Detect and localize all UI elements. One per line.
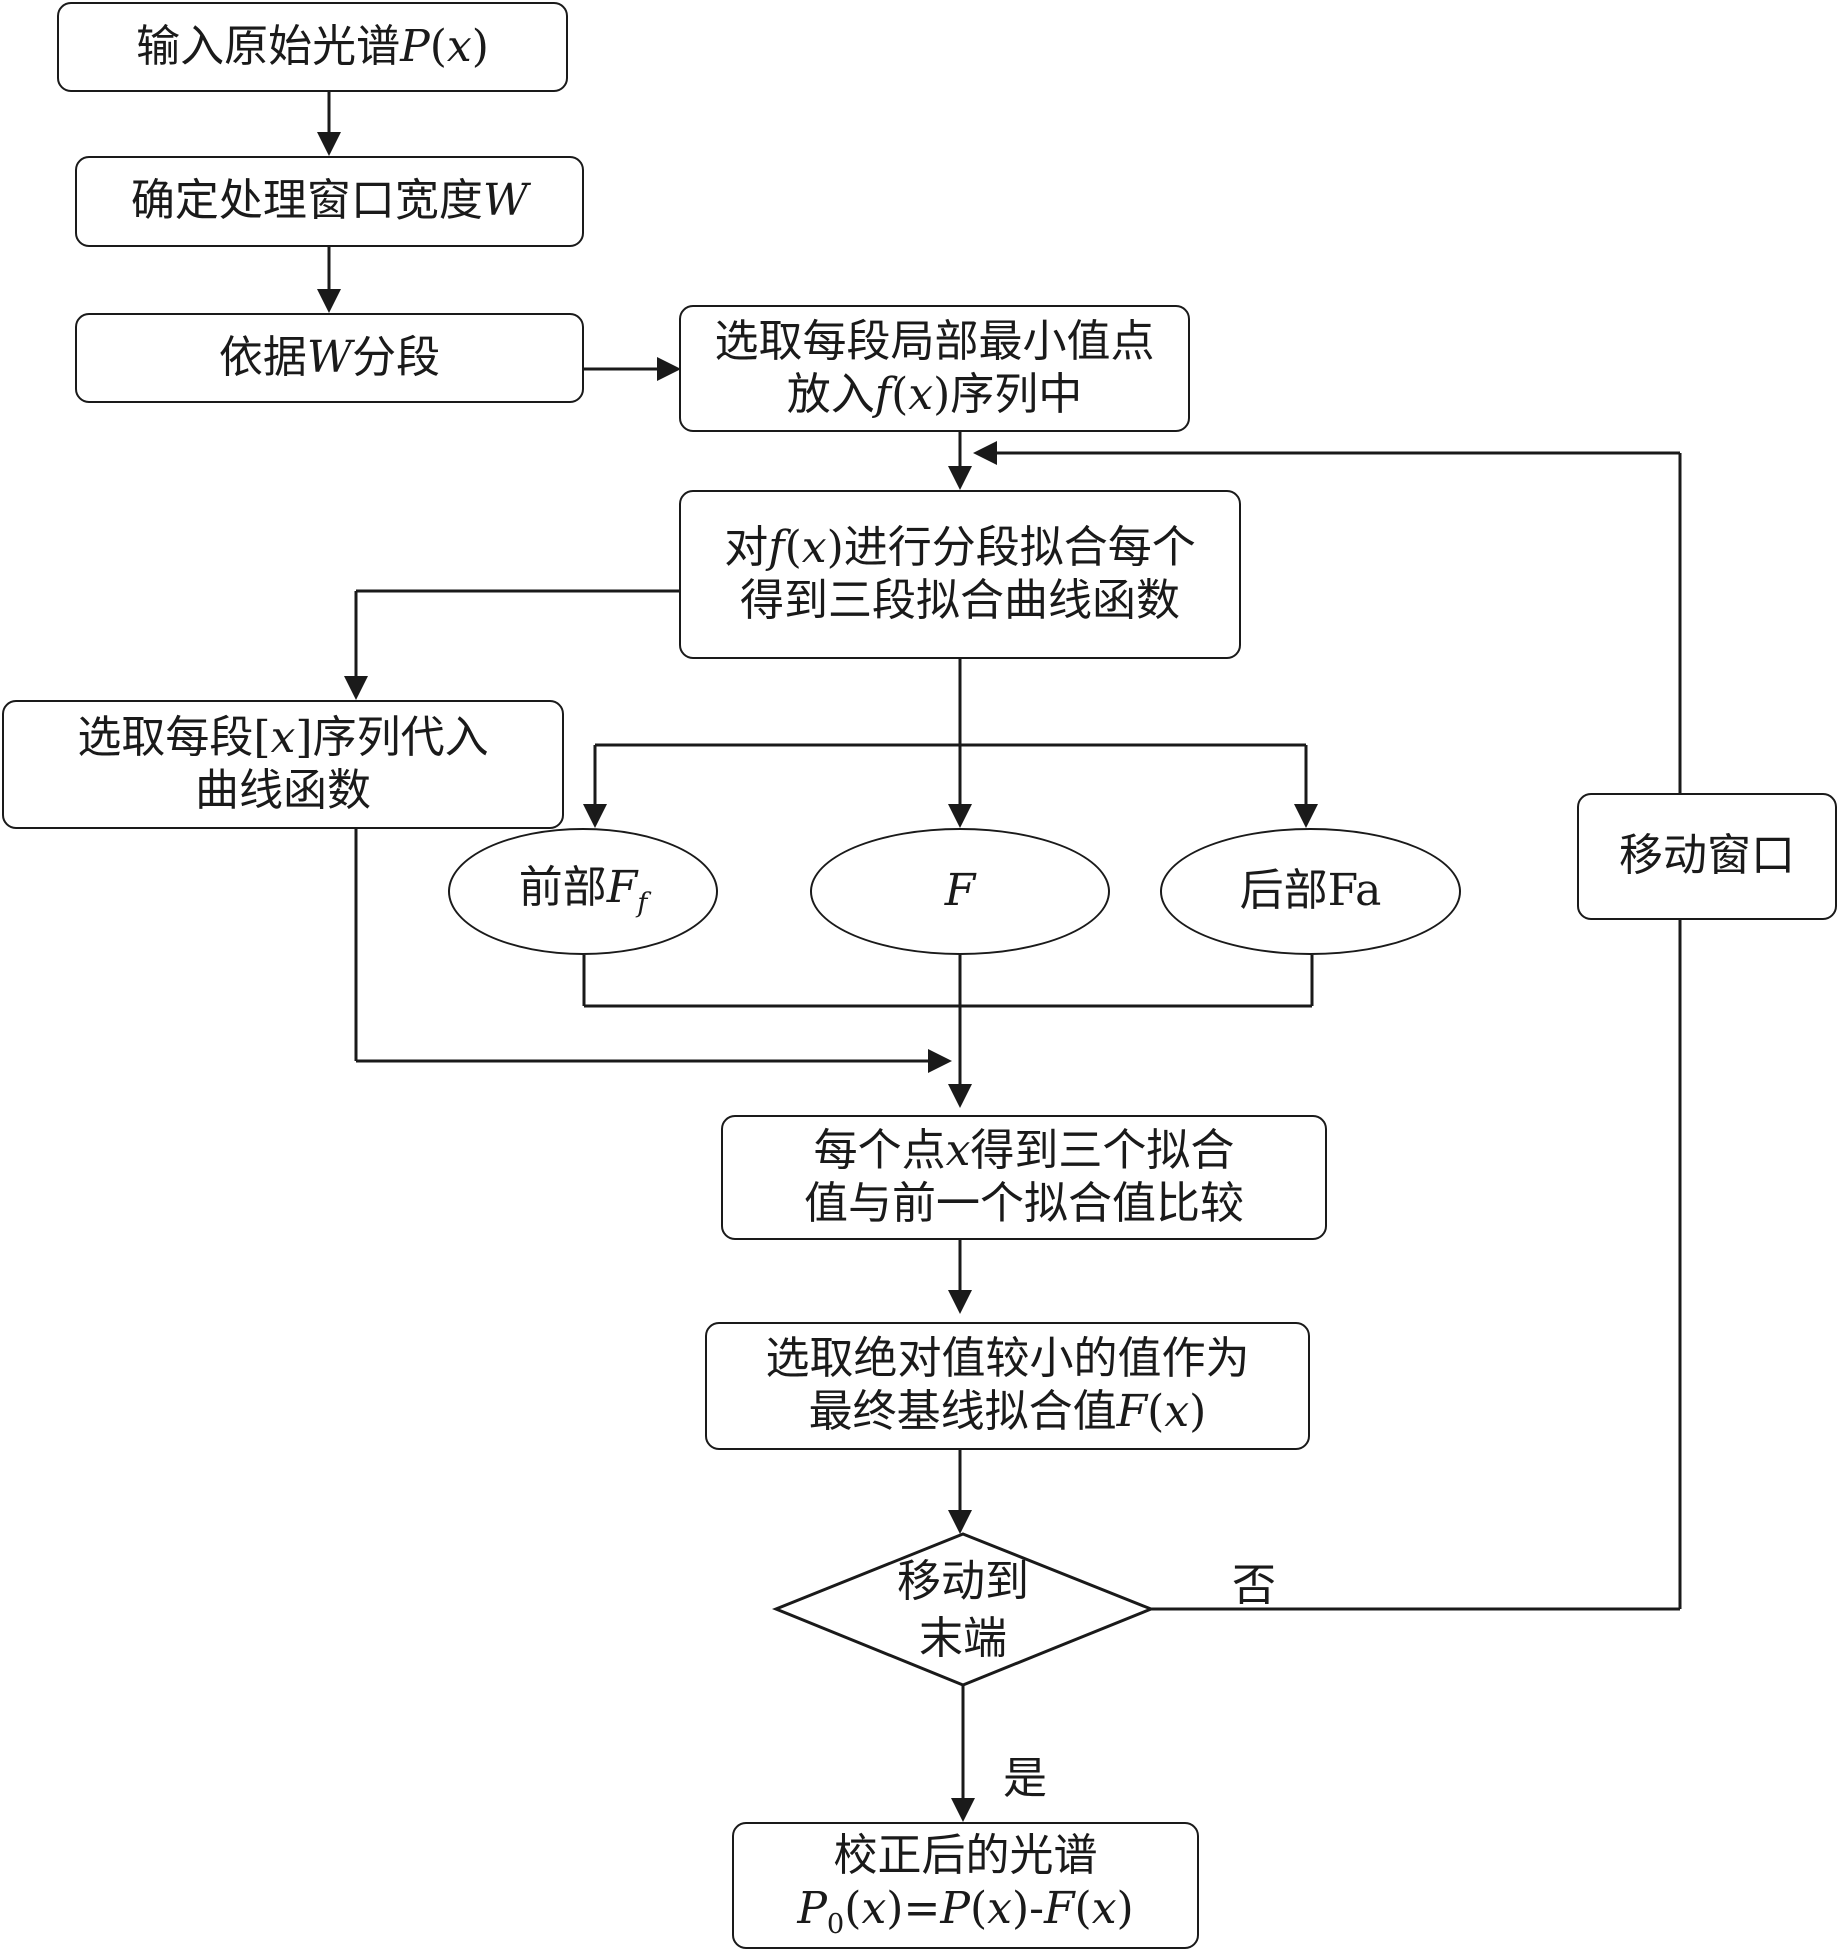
edge-label-no: 否: [1232, 1560, 1276, 1611]
front-ellipse: 前部Ff: [448, 828, 718, 955]
segment-box: 依据W分段: [75, 313, 584, 403]
substitute-box: 选取每段[x]序列代入 曲线函数: [2, 700, 564, 829]
decision-label: 移动到 末端: [897, 1555, 1029, 1664]
middle-ellipse: F: [810, 828, 1110, 955]
back-ellipse: 后部Fa: [1160, 828, 1461, 955]
input-spectrum-box: 输入原始光谱P(x): [57, 2, 568, 92]
select-abs-box: 选取绝对值较小的值作为 最终基线拟合值F(x): [705, 1322, 1310, 1450]
window-width-box: 确定处理窗口宽度W: [75, 156, 584, 247]
select-min-box: 选取每段局部最小值点 放入f(x)序列中: [679, 305, 1190, 432]
edge-label-yes: 是: [1003, 1753, 1047, 1804]
move-window-box: 移动窗口: [1577, 793, 1837, 920]
fit-box: 对f(x)进行分段拟合每个 得到三段拟合曲线函数: [679, 490, 1241, 659]
compare-box: 每个点x得到三个拟合 值与前一个拟合值比较: [721, 1115, 1327, 1240]
output-box: 校正后的光谱 P0(x)=P(x)-F(x): [732, 1822, 1199, 1949]
